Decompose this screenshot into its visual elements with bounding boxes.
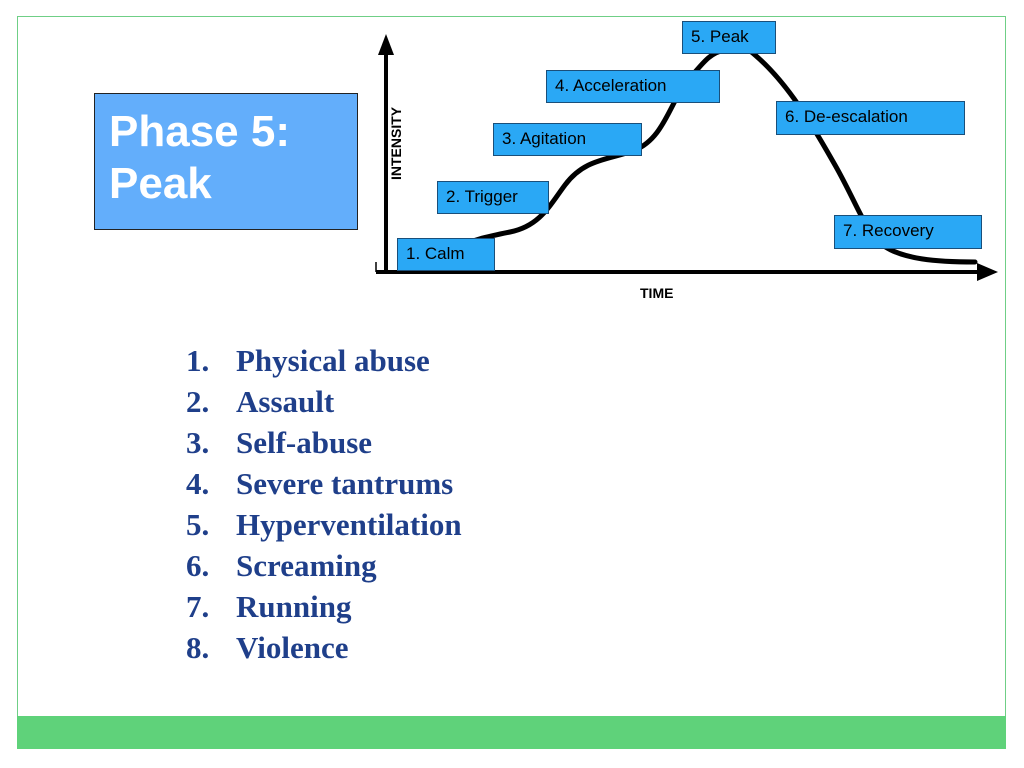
title-box: Phase 5: Peak [94, 93, 358, 230]
x-axis-arrow-icon [977, 263, 998, 281]
list-item-number: 6. [186, 548, 210, 583]
list-item-text: Hyperventilation [236, 507, 462, 542]
title-line-1: Phase 5: [109, 107, 290, 156]
list-item: 6. Screaming [186, 545, 462, 586]
stage-box-trigger: 2. Trigger [437, 181, 549, 214]
list-item: 4. Severe tantrums [186, 463, 462, 504]
y-axis-arrow-icon [378, 34, 394, 55]
list-item-text: Screaming [236, 548, 377, 583]
x-axis-label: TIME [640, 285, 674, 301]
list-item: 7. Running [186, 586, 462, 627]
list-item-text: Violence [236, 630, 349, 665]
list-item: 3. Self-abuse [186, 422, 462, 463]
list-item-number: 1. [186, 343, 210, 378]
list-item-text: Running [236, 589, 352, 624]
behavior-list: 1.Physical abuse 2.Assault 3.Self-abuse … [186, 340, 462, 668]
list-item-number: 7. [186, 589, 210, 624]
title-line-2: Peak [109, 159, 212, 208]
list-item-number: 2. [186, 384, 210, 419]
list-item-text: Self-abuse [236, 425, 373, 460]
stage-box-de-escalation: 6. De-escalation [776, 101, 965, 135]
list-item: 2. Assault [186, 381, 462, 422]
list-item-text: Assault [236, 384, 335, 419]
stage-box-agitation: 3. Agitation [493, 123, 642, 156]
list-item-number: 3. [186, 425, 210, 460]
y-axis-label: INTENSITY [388, 106, 404, 180]
list-item-text: Severe tantrums [236, 466, 454, 501]
stage-box-recovery: 7. Recovery [834, 215, 982, 249]
stage-box-peak: 5. Peak [682, 21, 776, 54]
stage-box-calm: 1. Calm [397, 238, 495, 271]
list-item-number: 8. [186, 630, 210, 665]
list-item: 1. Physical abuse [186, 340, 462, 381]
footer-bar [17, 716, 1006, 749]
list-item-number: 5. [186, 507, 210, 542]
list-item-number: 4. [186, 466, 210, 501]
list-item: 5. Hyperventilation [186, 504, 462, 545]
stage-box-acceleration: 4. Acceleration [546, 70, 720, 103]
list-item: 8. Violence [186, 627, 462, 668]
list-item-text: Physical abuse [236, 343, 430, 378]
